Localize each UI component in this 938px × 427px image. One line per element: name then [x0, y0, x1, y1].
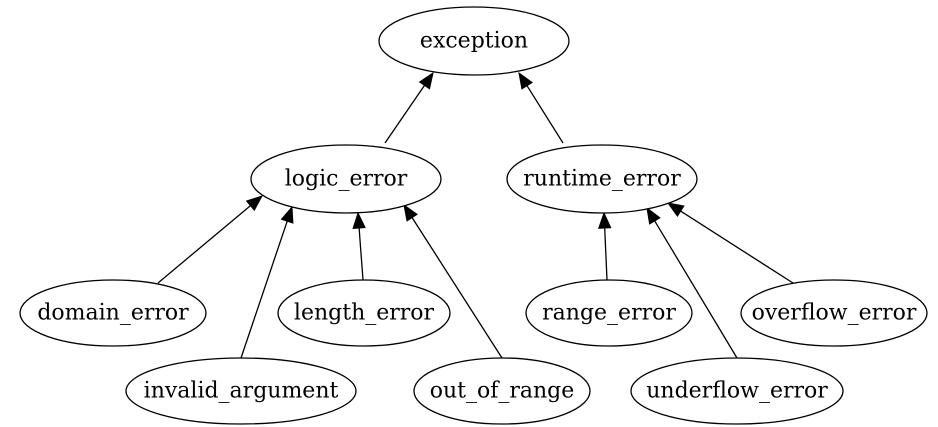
node-label-range-error: range_error [542, 301, 676, 326]
node-ellipse [506, 144, 698, 214]
node-label-length-error: length_error [294, 301, 435, 326]
node-out-of-range: out_of_range [413, 357, 591, 425]
arrowhead [352, 211, 366, 229]
node-ellipse [19, 279, 207, 347]
edge-line [384, 85, 426, 144]
edge-line [358, 227, 364, 281]
arrowhead [518, 71, 533, 90]
node-runtime-error: runtime_error [506, 144, 698, 214]
node-label-domain-error: domain_error [37, 301, 189, 326]
node-ellipse [277, 279, 451, 347]
edge-line [680, 210, 794, 284]
edge-invalid-argument-to-logic-error [240, 205, 294, 359]
node-ellipse [378, 6, 570, 76]
node-label-exception: exception [420, 29, 528, 54]
node-domain-error: domain_error [19, 279, 207, 347]
edge-overflow-error-to-runtime-error [666, 202, 794, 284]
node-ellipse [413, 357, 591, 425]
node-ellipse [250, 144, 442, 214]
edge-line [157, 205, 251, 284]
edge-line [411, 217, 503, 359]
edge-line [654, 220, 738, 359]
node-invalid-argument: invalid_argument [125, 357, 357, 425]
node-ellipse [125, 357, 357, 425]
edge-logic-error-to-exception [384, 71, 434, 144]
arrowhead [403, 203, 418, 222]
edge-underflow-error-to-runtime-error [646, 206, 738, 359]
arrowhead [666, 202, 685, 217]
node-underflow-error: underflow_error [630, 357, 844, 425]
edge-line [604, 227, 608, 281]
edge-line [526, 85, 564, 144]
edge-line [240, 220, 288, 359]
node-exception: exception [378, 6, 570, 76]
node-label-invalid-argument: invalid_argument [144, 379, 339, 404]
edges-layer [157, 71, 794, 359]
node-label-logic-error: logic_error [285, 167, 408, 192]
arrowhead [646, 206, 661, 225]
node-overflow-error: overflow_error [740, 279, 928, 347]
node-ellipse [630, 357, 844, 425]
edge-domain-error-to-logic-error [157, 195, 264, 284]
node-label-out-of-range: out_of_range [430, 379, 575, 404]
edge-runtime-error-to-exception [518, 71, 564, 144]
node-ellipse [525, 279, 693, 347]
edge-out-of-range-to-logic-error [403, 203, 503, 359]
nodes-layer: exception logic_error runtime_error doma… [19, 6, 928, 425]
edge-range-error-to-runtime-error [597, 211, 612, 281]
edge-length-error-to-logic-error [352, 211, 366, 281]
node-logic-error: logic_error [250, 144, 442, 214]
arrowhead [245, 195, 264, 212]
arrowhead [597, 211, 612, 229]
node-label-underflow-error: underflow_error [646, 379, 828, 404]
node-length-error: length_error [277, 279, 451, 347]
node-range-error: range_error [525, 279, 693, 347]
arrowhead [280, 205, 294, 224]
node-label-overflow-error: overflow_error [752, 301, 917, 326]
node-ellipse [740, 279, 928, 347]
node-label-runtime-error: runtime_error [523, 167, 681, 192]
arrowhead [418, 71, 434, 90]
